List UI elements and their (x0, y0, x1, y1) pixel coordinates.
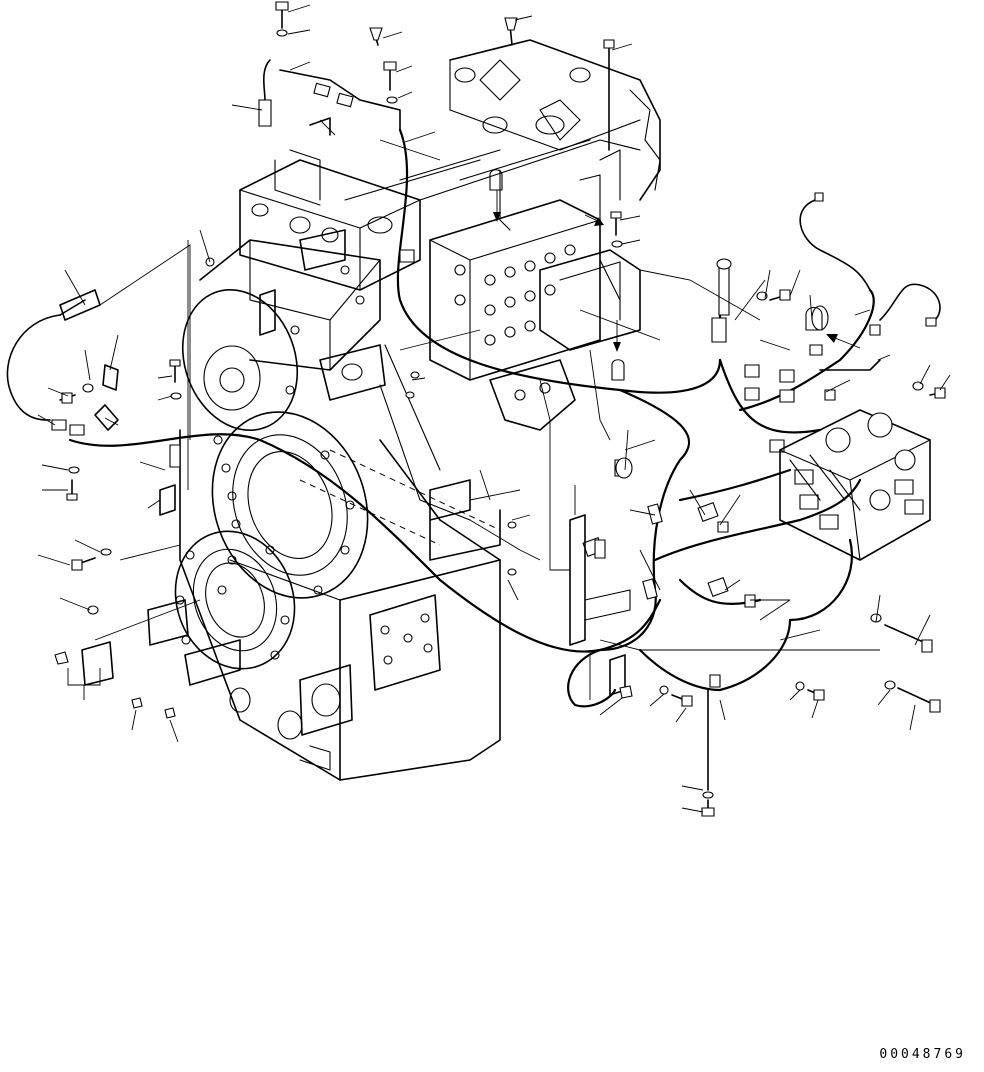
cover-plates (82, 600, 188, 685)
solenoid-valve-bank (780, 410, 930, 560)
control-valve-assembly (240, 150, 640, 430)
engine-block (345, 40, 660, 230)
transmission-housing (157, 240, 500, 780)
mounting-brackets (95, 118, 630, 695)
valve-ports (455, 245, 575, 345)
wiring-harness (7, 60, 940, 706)
drawing-reference-number: 00048769 (879, 1047, 966, 1062)
assembly-arrows (493, 190, 860, 352)
flange-bolts (176, 266, 364, 659)
view-markers (490, 170, 822, 380)
sensors (60, 100, 828, 478)
harness-connectors (52, 83, 936, 687)
leader-lines (38, 5, 950, 812)
